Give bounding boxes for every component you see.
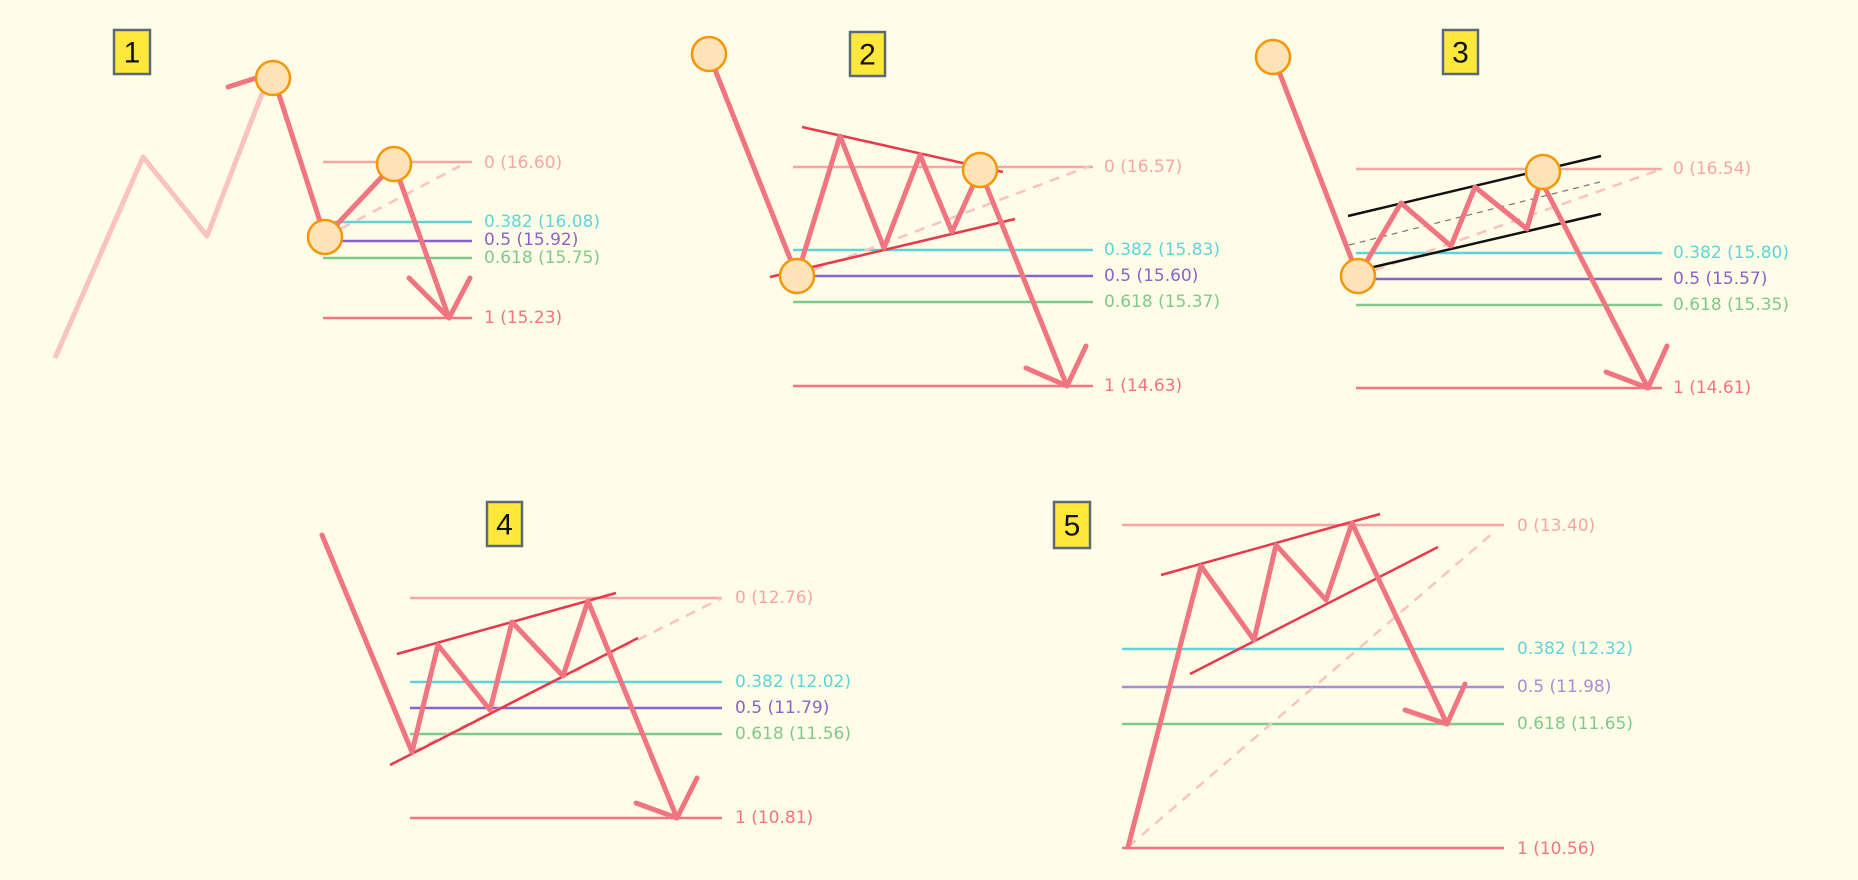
panel-1-arrowhead <box>406 275 473 321</box>
panel-1-badge: 1 <box>112 28 152 76</box>
panel-2-level-1-label: 1 (14.63) <box>1104 376 1182 396</box>
panel-4-level-0-label: 0 (12.76) <box>735 588 813 608</box>
panel-3-pivot-marker <box>1339 257 1377 295</box>
panel-5-arrowhead <box>1402 681 1468 727</box>
panel-4-level-05-label: 0.5 (11.79) <box>735 698 829 718</box>
panel-1-pivot-marker <box>254 59 292 97</box>
panel-2-pivot-marker <box>961 151 999 189</box>
panel-3-pivot-marker <box>1524 153 1562 191</box>
panel-3-badge: 3 <box>1441 28 1480 76</box>
panel-4-badge: 4 <box>485 500 524 548</box>
panel-1-level-05-label: 0.5 (15.92) <box>484 230 578 250</box>
panel-5-zigzag <box>1125 520 1450 850</box>
panel-5: 0 (13.40) 0.382 (12.32) 0.5 (11.98) 0.61… <box>1052 500 1633 859</box>
panel-1-badge-label: 1 <box>124 37 141 70</box>
panel-3-level-0618-label: 0.618 (15.35) <box>1673 295 1789 315</box>
panel-3-level-1-label: 1 (14.61) <box>1673 378 1751 398</box>
panel-4-level-1-label: 1 (10.81) <box>735 808 813 828</box>
panel-1-zigzag <box>225 70 452 321</box>
panel-1-pivot-marker <box>306 218 344 256</box>
panel-2-level-0382-label: 0.382 (15.83) <box>1104 240 1220 260</box>
panel-5-badge-label: 5 <box>1064 510 1081 543</box>
panel-1-level-0-label: 0 (16.60) <box>484 153 562 173</box>
panel-5-level-1-label: 1 (10.56) <box>1517 839 1595 859</box>
panel-5-level-0382-label: 0.382 (12.32) <box>1517 639 1633 659</box>
panel-3-channel-lower <box>1347 212 1602 275</box>
panel-1-prior-wave <box>52 77 271 360</box>
panel-5-diagonal-dashed <box>1127 531 1495 848</box>
panel-4-upper-trendline <box>396 591 617 656</box>
panel-2: 0 (16.57) 0.382 (15.83) 0.5 (15.60) 0.61… <box>690 30 1220 396</box>
panel-3: 0 (16.54) 0.382 (15.80) 0.5 (15.57) 0.61… <box>1254 28 1789 398</box>
panel-3-levels: 0 (16.54) 0.382 (15.80) 0.5 (15.57) 0.61… <box>1356 159 1789 398</box>
panel-4-levels: 0 (12.76) 0.382 (12.02) 0.5 (11.79) 0.61… <box>410 588 851 828</box>
panel-5-upper-trendline <box>1160 512 1381 577</box>
panel-5-lower-trendline <box>1189 545 1439 676</box>
panel-4-badge-label: 4 <box>496 509 513 542</box>
panel-2-badge-label: 2 <box>859 39 876 72</box>
panel-3-badge-label: 3 <box>1452 37 1469 70</box>
panel-1-level-0382-label: 0.382 (16.08) <box>484 212 600 232</box>
panel-1-level-0618-label: 0.618 (15.75) <box>484 248 600 268</box>
panel-1-level-1-label: 1 (15.23) <box>484 308 562 328</box>
panel-3-level-05-label: 0.5 (15.57) <box>1673 269 1767 289</box>
panel-1: 0 (16.60) 0.382 (16.08) 0.5 (15.92) 0.61… <box>52 28 600 360</box>
panel-5-levels: 0 (13.40) 0.382 (12.32) 0.5 (11.98) 0.61… <box>1122 516 1633 859</box>
panel-1-pivot-marker <box>375 145 413 183</box>
panel-4-level-0618-label: 0.618 (11.56) <box>735 724 851 744</box>
panel-1-diagonal-dashed <box>324 164 461 239</box>
panel-5-level-0-label: 0 (13.40) <box>1517 516 1595 536</box>
panel-3-zigzag-wave <box>1270 53 1651 391</box>
panel-2-level-0618-label: 0.618 (15.37) <box>1104 292 1220 312</box>
panel-3-arrowhead <box>1603 343 1670 391</box>
panel-2-pivot-marker <box>778 257 816 295</box>
panel-4: 0 (12.76) 0.382 (12.02) 0.5 (11.79) 0.61… <box>319 500 851 828</box>
panel-3-pivot-marker <box>1254 38 1292 76</box>
panel-2-level-0-label: 0 (16.57) <box>1104 157 1182 177</box>
panel-2-levels: 0 (16.57) 0.382 (15.83) 0.5 (15.60) 0.61… <box>793 157 1220 396</box>
panel-2-diagonal-dashed <box>796 164 1091 278</box>
panel-3-level-0382-label: 0.382 (15.80) <box>1673 243 1789 263</box>
panel-5-level-0618-label: 0.618 (11.65) <box>1517 714 1633 734</box>
panel-4-level-0382-label: 0.382 (12.02) <box>735 672 851 692</box>
panel-4-arrowhead <box>633 775 700 821</box>
panel-2-pivot-marker <box>690 35 728 73</box>
panel-3-level-0-label: 0 (16.54) <box>1673 159 1751 179</box>
panel-5-level-05-label: 0.5 (11.98) <box>1517 677 1611 697</box>
panel-5-badge: 5 <box>1052 500 1092 550</box>
panel-2-level-05-label: 0.5 (15.60) <box>1104 266 1198 286</box>
panel-2-badge: 2 <box>848 30 887 78</box>
panel-4-lower-trendline <box>389 636 639 767</box>
panel-2-arrowhead <box>1023 343 1089 389</box>
panel-1-levels: 0 (16.60) 0.382 (16.08) 0.5 (15.92) 0.61… <box>323 153 600 328</box>
panel-4-zigzag <box>319 532 680 821</box>
